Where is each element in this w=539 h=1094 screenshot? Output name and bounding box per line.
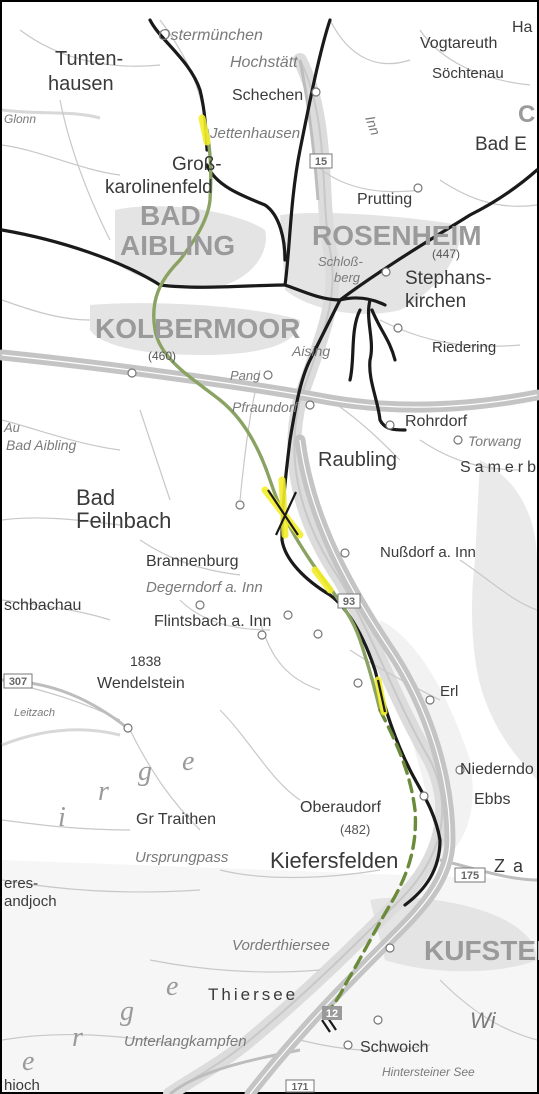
label-bad-aibling-river: Bad Aibling — [6, 437, 77, 453]
label-stephans-1: Stephans- — [405, 268, 492, 289]
label-c: C — [518, 101, 535, 128]
label-leitzach: Leitzach — [14, 707, 55, 719]
label-pfraundorf: Pfraundorf — [232, 399, 299, 415]
label-mtn-r: r — [98, 776, 109, 807]
road-label-93: 93 — [343, 596, 355, 608]
label-mtn2-g: g — [120, 996, 134, 1027]
road-label-175: 175 — [461, 870, 479, 882]
label-vorderthiersee: Vorderthiersee — [232, 937, 330, 954]
label-schwoich: Schwoich — [360, 1039, 428, 1056]
road-label-171: 171 — [292, 1082, 309, 1093]
label-hioch: hioch — [4, 1077, 40, 1094]
label-schloss-2: berg — [334, 270, 361, 285]
label-rohrdorf: Rohrdorf — [405, 413, 468, 430]
label-schechen: Schechen — [232, 87, 303, 104]
label-ebbs: Ebbs — [474, 791, 510, 808]
label-schbachau: schbachau — [4, 597, 81, 614]
label-elev-460: (460) — [148, 349, 176, 363]
road-label-12: 12 — [326, 1008, 338, 1020]
place-labels: Tunten- hausen Ostermünchen Hochstätt Vo… — [3, 19, 539, 1094]
label-tuntenhausen-1: Tunten- — [55, 48, 123, 70]
label-aising: Aising — [291, 343, 330, 359]
label-mtn-e: e — [182, 746, 194, 777]
label-glonn: Glonn — [4, 112, 36, 126]
mountain-range-lettering: i r g e e r g e — [22, 746, 194, 1077]
label-elev-447: (447) — [432, 247, 460, 261]
label-erl: Erl — [440, 683, 458, 700]
label-pang: Pang — [230, 368, 261, 383]
label-gr-traithen: Gr Traithen — [136, 811, 216, 828]
label-ha: Ha — [512, 19, 533, 36]
road-shield-171 — [285, 1079, 315, 1093]
road-shield-307 — [3, 673, 33, 689]
label-kufstein: KUFSTEI — [424, 935, 539, 966]
railway-tunnel — [318, 708, 418, 1022]
label-kolbermoor: KOLBERMOOR — [95, 313, 300, 344]
label-thiersee: Thiersee — [208, 985, 298, 1004]
label-wi: Wi — [470, 1008, 497, 1033]
label-degerndorf: Degerndorf a. Inn — [146, 579, 263, 596]
label-bad-feilnbach-1: Bad — [76, 485, 115, 510]
label-za: Za — [494, 856, 531, 876]
label-hochstaett: Hochstätt — [230, 54, 298, 71]
label-au: Au — [3, 420, 20, 435]
label-raubling: Raubling — [318, 449, 397, 471]
label-gross-2: karolinenfeld — [105, 177, 213, 198]
label-kiefersfelden: Kiefersfelden — [270, 848, 398, 873]
inn-river — [1, 53, 450, 1094]
label-oberaudorf: Oberaudorf — [300, 799, 381, 816]
label-ursprungpass: Ursprungpass — [135, 849, 229, 866]
label-mtn-i: i — [58, 802, 66, 833]
minor-roads — [1, 19, 538, 1052]
road-label-15: 15 — [315, 156, 327, 168]
label-andjoch: andjoch — [4, 893, 57, 910]
label-hintersteiner: Hintersteiner See — [382, 1065, 475, 1079]
label-wendelstein: Wendelstein — [97, 675, 185, 692]
label-gross-1: Groß- — [172, 154, 222, 175]
road-shield-12 — [322, 1006, 342, 1020]
label-jettenhausen: Jettenhausen — [209, 125, 300, 142]
label-torwang: Torwang — [468, 433, 521, 449]
label-mtn2-e2: e — [22, 1046, 34, 1077]
label-samerberg: Samerb — [460, 459, 539, 476]
label-eres: eres- — [4, 875, 38, 892]
label-flintsbach: Flintsbach a. Inn — [154, 613, 271, 630]
label-mtn-g: g — [138, 756, 152, 787]
road-shield-15 — [309, 153, 333, 169]
junction-marks — [267, 489, 387, 1033]
label-vogtareuth: Vogtareuth — [420, 35, 497, 52]
railway-planned — [152, 128, 382, 712]
label-mtn2-e: e — [166, 971, 178, 1002]
label-inn-river: Inn — [362, 114, 384, 138]
label-soechtenau: Söchtenau — [432, 65, 504, 82]
label-rosenheim: ROSENHEIM — [312, 220, 482, 251]
label-aibling: AIBLING — [120, 230, 235, 261]
label-niederndorf: Niederndo — [460, 761, 534, 778]
label-unterlangkampfen: Unterlangkampfen — [124, 1033, 247, 1050]
label-bad: BAD — [140, 200, 201, 231]
label-tuntenhausen-2: hausen — [48, 73, 114, 95]
road-shield-175 — [454, 867, 486, 883]
label-riedering: Riedering — [432, 339, 496, 356]
road-label-307: 307 — [9, 676, 27, 688]
settlement-markers — [123, 87, 465, 1050]
label-nussdorf: Nußdorf a. Inn — [380, 544, 476, 561]
label-peak-1838: 1838 — [130, 653, 161, 669]
road-shields: 15 93 307 175 12 171 — [3, 153, 486, 1093]
label-prutting: Prutting — [357, 191, 412, 208]
label-bad-e: Bad E — [475, 134, 527, 155]
label-elev-482: (482) — [340, 822, 370, 837]
label-ostermuenchen: Ostermünchen — [158, 27, 263, 44]
label-brannenburg: Brannenburg — [146, 553, 239, 570]
label-stephans-2: kirchen — [405, 291, 466, 312]
label-schloss-1: Schloß- — [318, 254, 363, 269]
label-mtn2-r: r — [72, 1022, 83, 1053]
road-shield-93 — [337, 593, 361, 609]
label-bad-feilnbach-2: Feilnbach — [76, 508, 171, 533]
